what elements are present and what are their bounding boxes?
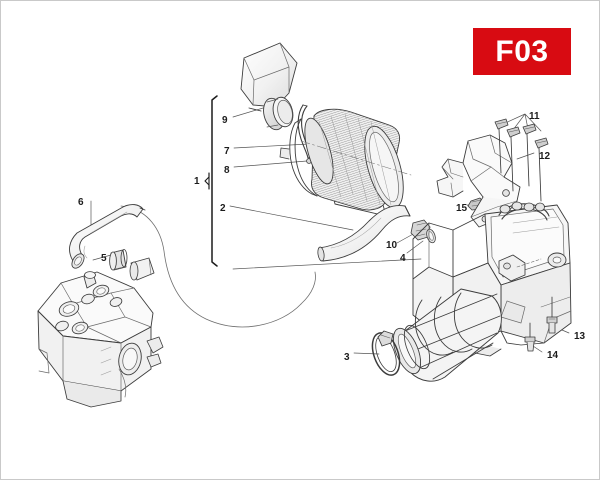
- bracket-screws-11: [494, 118, 549, 202]
- page-code-badge: F03: [473, 28, 571, 75]
- callout-5: 5: [101, 253, 107, 264]
- filter-mount-flange: [279, 118, 318, 197]
- throttle-body-stub: [129, 257, 155, 281]
- callout-10: 10: [386, 240, 398, 251]
- callout-2: 2: [220, 203, 226, 214]
- hose-clamp-5: [109, 249, 128, 271]
- hose-clamp-3: [371, 330, 401, 376]
- callout-6: 6: [78, 197, 84, 208]
- ribbed-intake-duct: [392, 288, 502, 382]
- callout-1: 1: [194, 176, 200, 187]
- breather-hose-6: [69, 204, 146, 269]
- callout-3: 3: [344, 352, 350, 363]
- callout-4: 4: [400, 253, 406, 264]
- breather-hose-2: [317, 205, 411, 262]
- vent-cable: [120, 205, 316, 328]
- callout-12: 12: [539, 151, 551, 162]
- airbox-screw-13: [546, 296, 558, 334]
- support-bracket-12: [436, 134, 521, 228]
- callout-14: 14: [547, 350, 559, 361]
- group-bracket-1: [204, 95, 218, 267]
- callout-9: 9: [222, 115, 228, 126]
- callout-11: 11: [529, 111, 540, 122]
- callout-7: 7: [224, 146, 230, 157]
- page-code-text: F03: [495, 34, 549, 68]
- intake-snorkel-9: [240, 42, 298, 131]
- callout-15: 15: [456, 203, 468, 214]
- callout-8: 8: [224, 165, 230, 176]
- callout-13: 13: [574, 331, 586, 342]
- engine-cylinder-head: [37, 271, 164, 408]
- airbox-screw-14: [524, 322, 536, 352]
- air-filter-element: [300, 108, 412, 217]
